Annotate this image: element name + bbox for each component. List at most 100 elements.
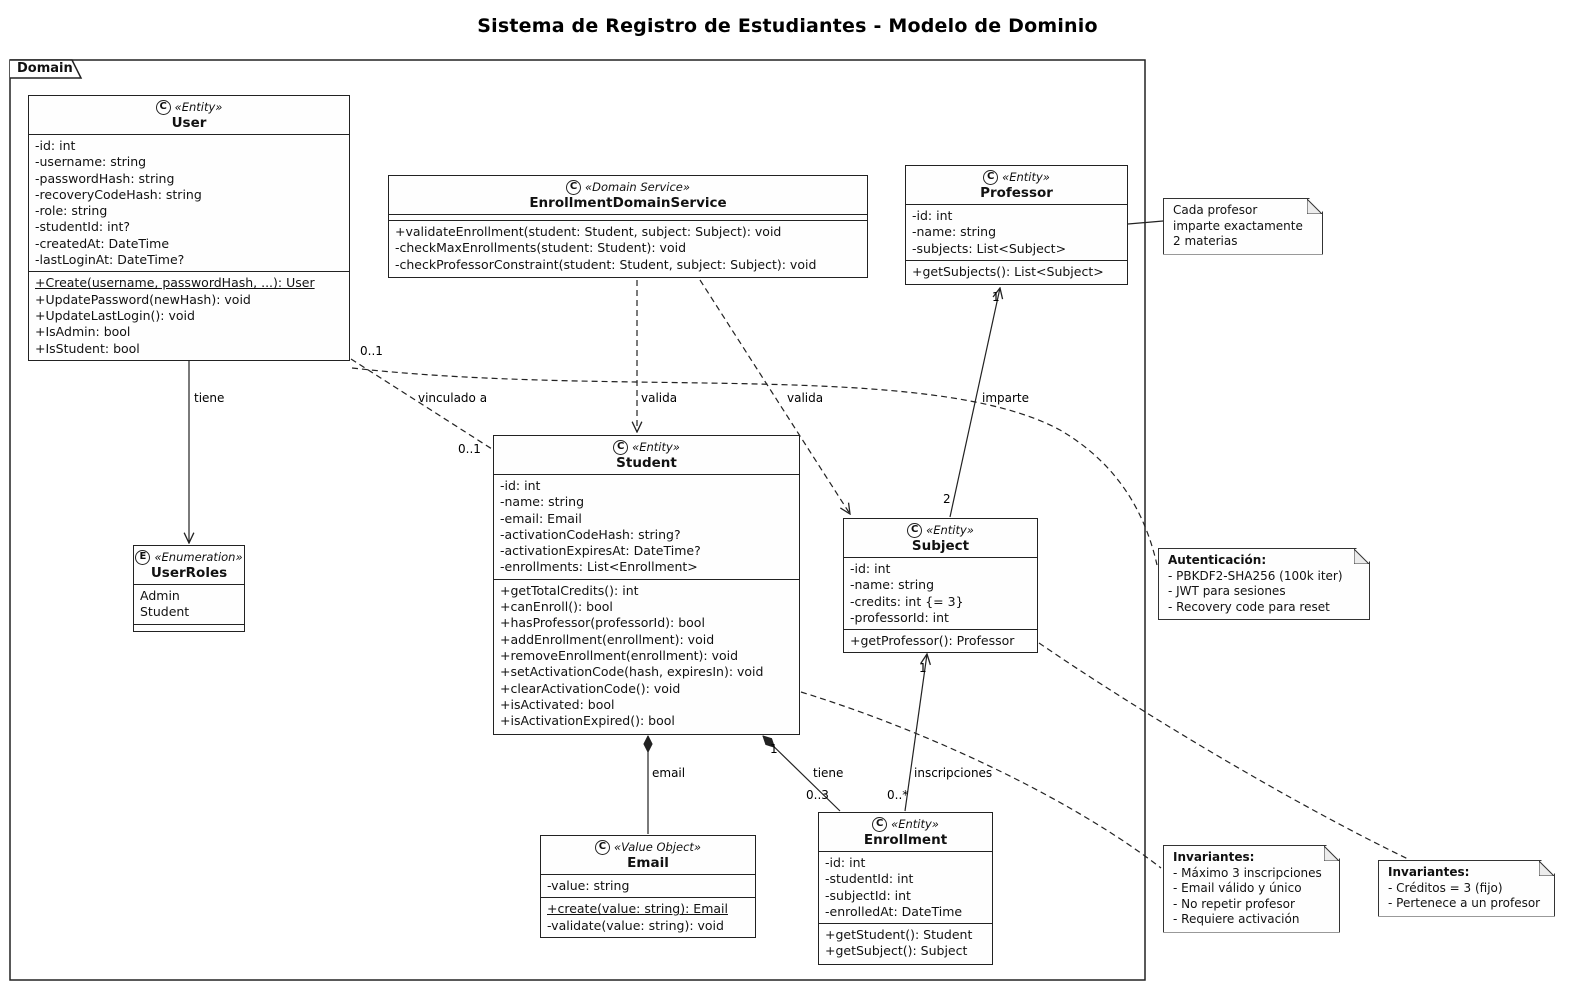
- edge-label-inscripciones: inscripciones: [914, 766, 993, 780]
- class-professor-name: Professor: [980, 185, 1053, 201]
- class-student-stereotype-line: C «Entity»: [500, 439, 793, 455]
- edge-label-valida-student: valida: [641, 391, 678, 405]
- member-row: -id: int: [500, 478, 541, 493]
- member-row: -email: Email: [500, 510, 582, 526]
- note-authentication-lines: - PBKDF2-SHA256 (100k iter)- JWT para se…: [1168, 569, 1360, 616]
- member-row: -checkProfessorConstraint(student: Stude…: [395, 256, 817, 272]
- class-student-name: Student: [616, 455, 677, 471]
- class-c-icon: C: [872, 816, 888, 832]
- class-enrollment: C «Entity» Enrollment -id: int-studentId…: [818, 812, 993, 965]
- note-line: 2 materias: [1173, 234, 1238, 248]
- member-row: +canEnroll(): bool: [500, 599, 613, 615]
- class-email-stereotype: «Value Object»: [613, 839, 702, 854]
- mult-student-tiene: 1: [770, 742, 778, 756]
- mult-user-vinculado: 0..1: [360, 344, 383, 358]
- note-line: imparte exactamente: [1173, 218, 1303, 233]
- member-row: +addEnrollment(enrollment): void: [500, 631, 715, 647]
- class-enrollment-domain-service-stereotype: «Domain Service»: [585, 179, 690, 194]
- edge-label-tiene-enrollment: tiene: [813, 766, 844, 780]
- class-email-header: C «Value Object» Email: [541, 836, 755, 875]
- member-row: -name: string: [912, 224, 997, 240]
- class-c-icon: C: [907, 522, 923, 538]
- member-row: +UpdateLastLogin(): void: [35, 307, 195, 323]
- class-user-attributes: -id: int-username: string-passwordHash: …: [29, 135, 349, 273]
- note-invariants-student-title: Invariantes:: [1173, 850, 1255, 864]
- enum-user-roles-methods: [134, 625, 244, 631]
- note-authentication: Autenticación: - PBKDF2-SHA256 (100k ite…: [1158, 548, 1370, 620]
- note-line: Cada profesor: [1173, 203, 1258, 217]
- member-row: -studentId: int?: [35, 219, 131, 235]
- class-student-attributes: -id: int-name: string-email: Email-activ…: [494, 475, 799, 580]
- member-row: +getStudent(): Student: [825, 927, 973, 943]
- mult-enrollment-tiene: 0..3: [806, 788, 829, 802]
- class-professor-stereotype: «Entity»: [1002, 169, 1050, 184]
- class-subject-stereotype-line: C «Entity»: [850, 522, 1031, 538]
- note-fold-icon: [1539, 861, 1554, 876]
- class-subject-stereotype: «Entity»: [926, 522, 974, 537]
- class-student: C «Entity» Student -id: int-name: string…: [493, 435, 800, 735]
- member-row: -name: string: [500, 494, 585, 510]
- member-row: +hasProfessor(professorId): bool: [500, 615, 705, 631]
- member-row: -validate(value: string): void: [547, 917, 724, 933]
- edge-professor-note-link: [1127, 220, 1164, 225]
- class-enrollment-domain-service: C «Domain Service» EnrollmentDomainServi…: [388, 175, 868, 278]
- member-row: +getSubject(): Subject: [825, 943, 968, 959]
- member-row: +Create(username, passwordHash, ...): Us…: [35, 275, 315, 291]
- class-enrollment-stereotype: «Entity»: [891, 816, 939, 831]
- class-student-methods: +getTotalCredits(): int+canEnroll(): boo…: [494, 580, 799, 733]
- class-email-methods: +create(value: string): Email-validate(v…: [541, 898, 755, 937]
- class-subject-header: C «Entity» Subject: [844, 519, 1037, 558]
- member-row: -checkMaxEnrollments(student: Student): …: [395, 240, 686, 256]
- note-line: - PBKDF2-SHA256 (100k iter): [1168, 568, 1343, 583]
- class-professor-attributes: -id: int-name: string-subjects: List<Sub…: [906, 205, 1127, 261]
- member-row: +IsStudent: bool: [35, 340, 140, 356]
- member-row: -value: string: [547, 878, 630, 893]
- member-row: -professorId: int: [850, 609, 949, 625]
- member-row: -name: string: [850, 577, 935, 593]
- member-row: Admin: [140, 588, 180, 603]
- edge-subject-invariants-note: [1038, 642, 1409, 860]
- class-email: C «Value Object» Email -value: string +c…: [540, 835, 756, 938]
- class-enrollment-attributes: -id: int-studentId: int-subjectId: int-e…: [819, 852, 992, 925]
- class-c-icon: C: [155, 99, 171, 115]
- member-row: -lastLoginAt: DateTime?: [35, 252, 185, 268]
- class-user-methods: +Create(username, passwordHash, ...): Us…: [29, 272, 349, 359]
- class-enrollment-domain-service-methods: +validateEnrollment(student: Student, su…: [389, 221, 867, 276]
- note-fold-icon: [1324, 846, 1339, 861]
- class-enrollment-stereotype-line: C «Entity»: [825, 816, 986, 832]
- note-invariants-student: Invariantes: - Máximo 3 inscripciones- E…: [1163, 845, 1340, 933]
- member-row: -studentId: int: [825, 871, 914, 887]
- member-row: Student: [140, 604, 190, 620]
- member-row: +setActivationCode(hash, expiresIn): voi…: [500, 664, 764, 680]
- member-row: -username: string: [35, 154, 147, 170]
- member-row: +clearActivationCode(): void: [500, 680, 681, 696]
- member-row: -role: string: [35, 203, 108, 219]
- edge-label-valida-subject: valida: [787, 391, 824, 405]
- class-enrollment-name: Enrollment: [863, 832, 948, 848]
- member-row: +removeEnrollment(enrollment): void: [500, 647, 739, 663]
- note-invariants-student-lines: - Máximo 3 inscripciones- Email válido y…: [1173, 866, 1330, 928]
- class-professor: C «Entity» Professor -id: int-name: stri…: [905, 165, 1128, 285]
- class-enrollment-domain-service-name: EnrollmentDomainService: [529, 195, 727, 211]
- mult-subject-imparte: 2: [943, 492, 951, 506]
- note-invariants-subject: Invariantes: - Créditos = 3 (fijo)- Pert…: [1378, 860, 1555, 917]
- note-invariants-subject-lines: - Créditos = 3 (fijo)- Pertenece a un pr…: [1388, 881, 1545, 912]
- note-authentication-title: Autenticación:: [1168, 553, 1267, 567]
- class-professor-stereotype-line: C «Entity»: [912, 169, 1121, 185]
- class-enrollment-header: C «Entity» Enrollment: [819, 813, 992, 852]
- note-fold-icon: [1354, 549, 1369, 564]
- member-row: -id: int: [35, 138, 76, 153]
- class-enrollment-domain-service-header: C «Domain Service» EnrollmentDomainServi…: [389, 176, 867, 215]
- class-professor-header: C «Entity» Professor: [906, 166, 1127, 205]
- edge-label-vinculado-a: vinculado a: [418, 391, 488, 405]
- member-row: -subjects: List<Subject>: [912, 240, 1067, 256]
- class-enrollment-methods: +getStudent(): Student+getSubject(): Sub…: [819, 924, 992, 963]
- edge-label-imparte: imparte: [982, 391, 1030, 405]
- member-row: -enrollments: List<Enrollment>: [500, 559, 698, 575]
- diagram-title: Sistema de Registro de Estudiantes - Mod…: [477, 15, 1098, 37]
- member-row: -activationCodeHash: string?: [500, 526, 681, 542]
- enum-user-roles-stereotype: «Enumeration»: [154, 549, 243, 564]
- class-c-icon: C: [613, 439, 629, 455]
